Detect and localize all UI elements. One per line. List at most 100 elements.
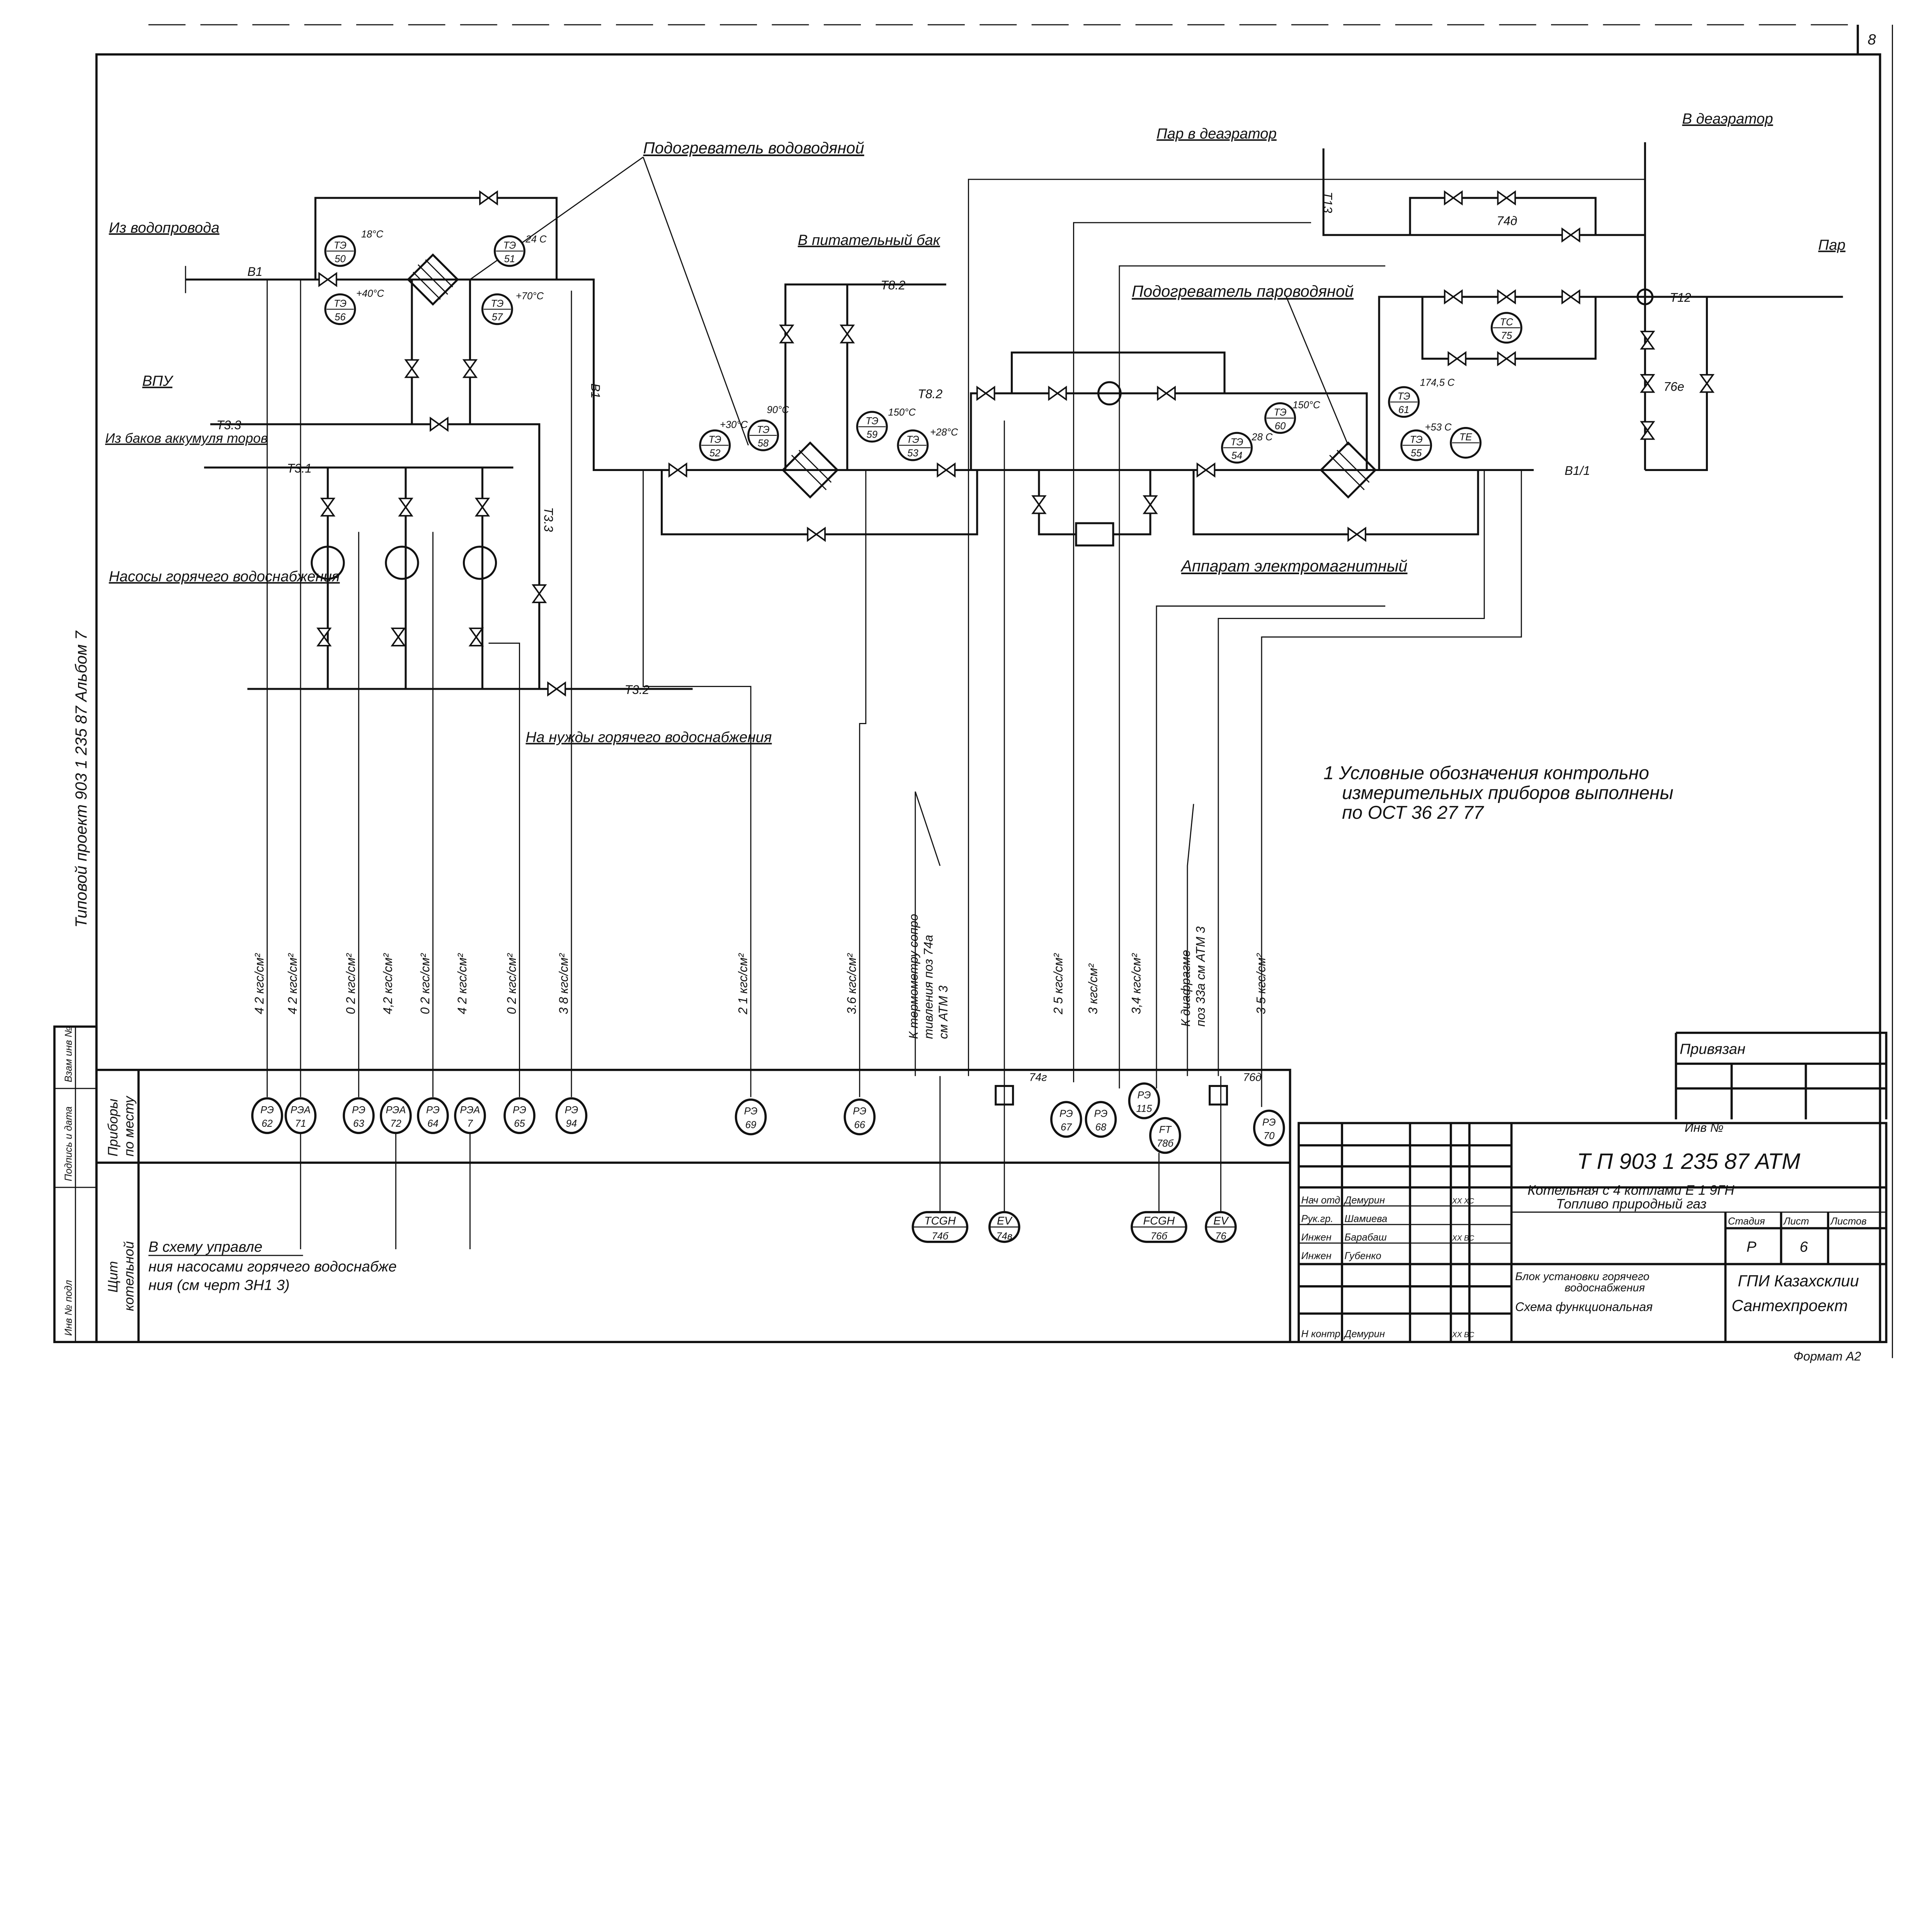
water-heater-title: Подогреватель водоводяной — [643, 139, 864, 157]
svg-text:71: 71 — [295, 1118, 306, 1129]
valve-icon — [462, 359, 478, 378]
pump-icon — [463, 546, 497, 580]
pressure-label: 0 2 кгс/см² — [344, 953, 358, 1014]
valve-icon — [1640, 330, 1655, 350]
svg-text:Т8.2: Т8.2 — [918, 387, 942, 401]
svg-text:ТЭ: ТЭ — [1398, 391, 1410, 402]
svg-text:PЭ: PЭ — [1094, 1109, 1107, 1119]
svg-text:Из баков аккумуля торов: Из баков аккумуля торов — [105, 431, 268, 446]
svg-text:Рук.гр.: Рук.гр. — [1301, 1214, 1333, 1225]
svg-text:Взам инв №: Взам инв № — [63, 1027, 74, 1082]
svg-text:Т12: Т12 — [1670, 291, 1691, 304]
svg-text:74в: 74в — [996, 1231, 1012, 1242]
svg-text:60: 60 — [1275, 421, 1286, 432]
pipework — [185, 142, 1843, 1107]
svg-text:В1: В1 — [247, 265, 262, 279]
valve-icon — [318, 272, 337, 287]
svg-text:64: 64 — [427, 1118, 438, 1129]
svg-text:65: 65 — [514, 1118, 525, 1129]
valve-icon — [1048, 386, 1067, 401]
svg-text:В схему управле: В схему управле — [148, 1238, 262, 1255]
svg-text:ния насосами горячего водоснаб: ния насосами горячего водоснабже — [148, 1259, 397, 1275]
pressure-label: 0 2 кгс/см² — [418, 953, 432, 1014]
svg-text:PЭ: PЭ — [565, 1105, 578, 1116]
svg-text:54: 54 — [1231, 451, 1242, 461]
valve-icon — [1497, 190, 1516, 206]
field-gauge: PЭ 63 0 2 кгс/см² — [343, 953, 375, 1134]
valve-icon — [807, 527, 826, 542]
svg-text:К термометру сопро: К термометру сопро — [906, 914, 920, 1039]
svg-text:Листов: Листов — [1830, 1216, 1867, 1227]
valve-icon — [1196, 462, 1216, 478]
svg-text:Котельная с 4 котлами Е 1 9ГН: Котельная с 4 котлами Е 1 9ГН — [1527, 1183, 1735, 1198]
valve-icon — [474, 498, 490, 517]
svg-text:174,5 C: 174,5 C — [1420, 378, 1455, 388]
functional-scheme-drawing: 8 Типовой проект 903 1 235 87 Альбом 7 И… — [53, 24, 1893, 1364]
svg-text:58: 58 — [758, 438, 769, 449]
svg-text:Шамиева: Шамиева — [1345, 1214, 1388, 1225]
svg-text:115: 115 — [1136, 1104, 1153, 1114]
svg-text:Инв № подл: Инв № подл — [63, 1280, 74, 1336]
svg-text:PЭ: PЭ — [1138, 1090, 1151, 1101]
svg-text:Топливо природный газ: Топливо природный газ — [1556, 1196, 1707, 1211]
sheet-number: 8 — [1868, 31, 1876, 48]
pressure-label: 3 кгс/см² — [1086, 963, 1100, 1014]
svg-text:ГПИ Казахсклии: ГПИ Казахсклии — [1738, 1272, 1859, 1290]
svg-text:ТЭ: ТЭ — [709, 434, 721, 445]
svg-text:76е: 76е — [1663, 380, 1684, 394]
svg-text:61: 61 — [1398, 405, 1409, 415]
svg-text:Р: Р — [1747, 1238, 1757, 1255]
svg-text:150°C: 150°C — [1293, 400, 1320, 410]
valve-icon — [1497, 351, 1516, 367]
svg-text:PЭ: PЭ — [426, 1105, 440, 1116]
valve-icon — [1447, 351, 1467, 367]
svg-text:PЭ: PЭ — [352, 1105, 366, 1116]
pressure-label: 3 8 кгс/см² — [556, 953, 570, 1014]
svg-text:Т3.2: Т3.2 — [625, 683, 650, 697]
valve-icon — [1031, 495, 1047, 514]
temperature-readouts: 18°C 24 C +40°C +70°C +30°C 90°C 150°C +… — [356, 229, 1455, 443]
svg-text:Барабаш: Барабаш — [1345, 1232, 1387, 1243]
svg-text:Т8.2: Т8.2 — [881, 278, 905, 292]
svg-text:ТЭ: ТЭ — [1230, 437, 1243, 447]
valve-icon — [320, 498, 336, 517]
general-note: 1 Условные обозначения контрольно измери… — [1323, 763, 1673, 823]
stamp-column: Инв № подл Подпись и дата Взам инв № — [53, 1025, 98, 1343]
electromagnetic-apparatus — [1075, 522, 1114, 547]
valve-icon — [430, 417, 449, 432]
svg-text:Подогреватель пароводяной: Подогреватель пароводяной — [1132, 282, 1354, 300]
svg-text:Губенко: Губенко — [1345, 1251, 1381, 1262]
valve-icon — [1699, 374, 1715, 393]
svg-text:EV: EV — [1213, 1215, 1229, 1227]
binding-block: Привязан Инв № — [1675, 1031, 1888, 1134]
pump-icon — [385, 546, 419, 580]
temperature-sensor: ТЭ 54 — [1221, 432, 1253, 464]
svg-text:63: 63 — [353, 1118, 364, 1129]
svg-text:ТЭ: ТЭ — [1410, 434, 1423, 445]
svg-text:по ОСТ 36 27 77: по ОСТ 36 27 77 — [1342, 803, 1485, 823]
svg-text:72: 72 — [390, 1118, 401, 1129]
svg-text:PЭA: PЭA — [460, 1105, 480, 1116]
svg-text:Инжен: Инжен — [1301, 1232, 1331, 1243]
svg-text:поз 33а см АТМ 3: поз 33а см АТМ 3 — [1194, 926, 1208, 1027]
valve-icon — [1497, 289, 1516, 304]
pipe-labels: Подогреватель водоводяной Из водопровода… — [105, 111, 1845, 1084]
svg-text:69: 69 — [745, 1119, 756, 1130]
pressure-label: 3.6 кгс/см² — [845, 953, 859, 1014]
valve-icon — [839, 324, 855, 344]
